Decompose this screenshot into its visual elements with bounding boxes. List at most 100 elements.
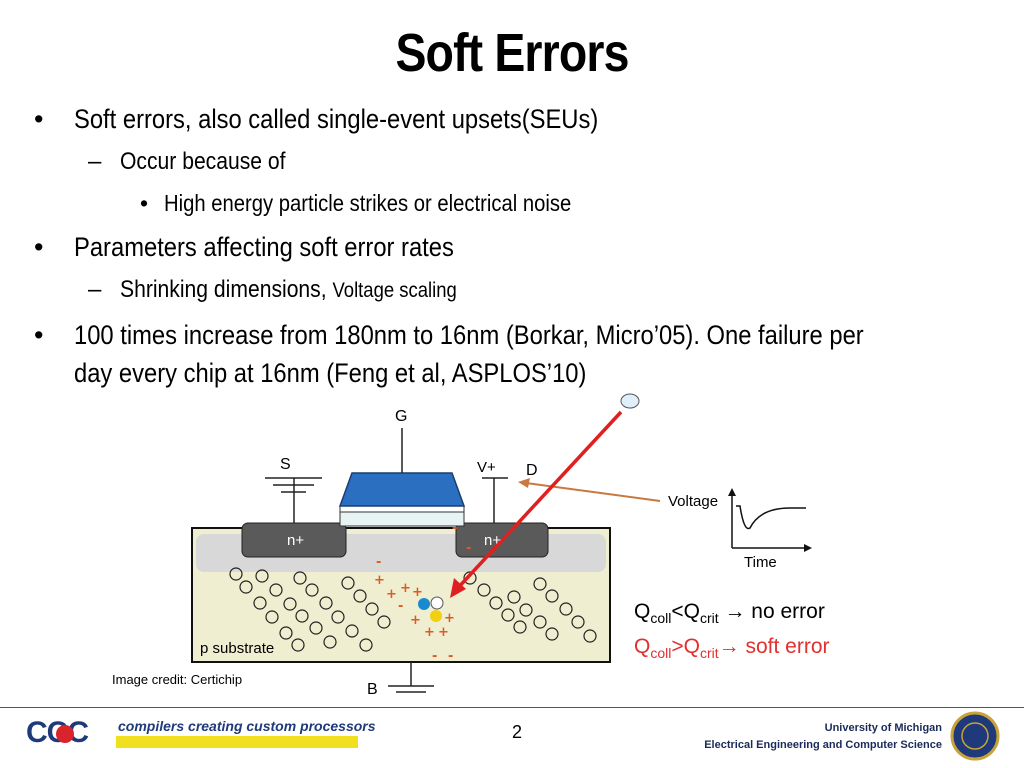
- soft-error-condition: Qcoll>Qcrit→ soft error: [634, 635, 830, 661]
- particle-track-circle: [341, 576, 355, 590]
- bullet-3-line1: 100 times increase from 180nm to 16nm (B…: [74, 320, 864, 350]
- subsub-bullet-text: High energy particle strikes or electric…: [164, 190, 572, 216]
- particle-track-circle: [253, 596, 267, 610]
- voltage-curve: [736, 505, 806, 530]
- dash-mark: –: [88, 148, 102, 175]
- particle-track-circle: [513, 620, 527, 634]
- n-left-label: n+: [287, 532, 305, 549]
- logo-tagline: compilers creating custom processors: [118, 718, 376, 734]
- slide-title: Soft Errors: [395, 23, 629, 83]
- vplus-label: V+: [477, 459, 496, 476]
- no-error-text: → no error: [718, 600, 825, 623]
- svg-text:+: +: [410, 613, 421, 628]
- particle-track-circle: [489, 596, 503, 610]
- svg-text:+: +: [438, 625, 449, 640]
- particle-track-circle: [533, 615, 547, 629]
- bullet-1-text: Soft errors, also called single-event up…: [74, 104, 599, 134]
- drain-label: D: [526, 462, 538, 479]
- bullet-text: Parameters affecting soft error rates: [74, 232, 506, 263]
- svg-text:+: +: [444, 611, 455, 626]
- svg-text:-: -: [376, 555, 381, 570]
- particle-track-circle: [571, 615, 585, 629]
- particle-strike-arrow: [454, 410, 623, 592]
- particle-track-circle: [365, 602, 379, 616]
- particle-track-circle: [229, 567, 243, 581]
- logo-underline: [116, 736, 358, 748]
- particle-track-circle: [507, 590, 521, 604]
- particles: [229, 567, 597, 652]
- particle-track-circle: [519, 603, 533, 617]
- gate-layer: [339, 505, 465, 513]
- voltage-arrow: [525, 482, 661, 502]
- university-block: University of Michigan Electrical Engine…: [704, 720, 942, 754]
- svg-text:+: +: [424, 625, 435, 640]
- svg-text:-: -: [466, 541, 471, 556]
- bullet-text: Soft errors, also called single-event up…: [74, 104, 670, 135]
- particle-track-circle: [501, 608, 515, 622]
- q-symbol: Q: [634, 635, 651, 658]
- sub-bullet-2-main: Shrinking dimensions,: [120, 276, 333, 303]
- sub-bullet-2-small: Voltage scaling: [332, 279, 457, 302]
- particle-track-circle: [545, 627, 559, 641]
- svg-text:+: +: [412, 585, 423, 600]
- subsub-bullet: High energy particle strikes or electric…: [164, 190, 627, 217]
- bullet-mark: •: [34, 232, 44, 262]
- particle-track-circle: [293, 571, 307, 585]
- crit-subscript: crit: [699, 645, 719, 662]
- department-name: Electrical Engineering and Computer Scie…: [704, 739, 942, 751]
- particle-track-circle: [583, 629, 597, 643]
- particle-track-circle: [295, 609, 309, 623]
- gate-label: G: [395, 408, 408, 425]
- svg-text:+: +: [374, 573, 385, 588]
- particle-track-circle: [239, 580, 253, 594]
- particle-track-circle: [265, 610, 279, 624]
- incoming-particle: [620, 393, 640, 409]
- svg-text:-: -: [448, 649, 453, 664]
- greater-than-op: >: [671, 635, 684, 658]
- image-credit: Image credit: Certichip: [112, 672, 243, 687]
- q-symbol: Q: [634, 600, 651, 623]
- svg-text:+: +: [386, 587, 397, 602]
- particle-track-circle: [305, 583, 319, 597]
- coll-subscript: coll: [650, 610, 672, 627]
- bullet-text: 100 times increase from 180nm to 16nm (B…: [74, 320, 971, 351]
- particle-track-circle: [319, 596, 333, 610]
- substrate-label: p substrate: [200, 640, 275, 657]
- dash-mark: –: [88, 276, 102, 303]
- bullet-mark: •: [34, 104, 44, 134]
- university-name: University of Michigan: [824, 722, 942, 734]
- crit-subscript: crit: [699, 610, 719, 627]
- svg-text:+: +: [400, 581, 411, 596]
- gate-oxide: [339, 511, 465, 527]
- bullet-text: day every chip at 16nm (Feng et al, ASPL…: [74, 358, 656, 389]
- particle-track-circle: [331, 610, 345, 624]
- particle-track-circle: [533, 577, 547, 591]
- particle-track-circle: [255, 569, 269, 583]
- no-error-condition: Qcoll<Qcrit → no error: [634, 600, 825, 626]
- charges: + + + + + + + + - - - - - -: [374, 521, 471, 664]
- particle-track-circle: [283, 597, 297, 611]
- particle-track-circle: [353, 589, 367, 603]
- q-symbol: Q: [683, 635, 700, 658]
- soft-error-text: → soft error: [718, 635, 830, 658]
- sub-bullet: Shrinking dimensions, Voltage scaling: [120, 276, 503, 304]
- particle-track-circle: [309, 621, 323, 635]
- source-label: S: [280, 456, 291, 473]
- bullet-3-line2: day every chip at 16nm (Feng et al, ASPL…: [74, 358, 587, 388]
- time-label: Time: [744, 554, 777, 571]
- electron: [418, 598, 430, 610]
- footer-divider: [0, 707, 1024, 708]
- page-number: 2: [512, 722, 523, 742]
- coll-subscript: coll: [650, 645, 672, 662]
- bullet-mark: •: [140, 190, 149, 216]
- particle-track-circle: [269, 583, 283, 597]
- particle-track-circle: [477, 583, 491, 597]
- strike-point: [430, 610, 442, 622]
- q-symbol: Q: [683, 600, 700, 623]
- particle-track-circle: [345, 624, 359, 638]
- gate-electrode: [338, 472, 466, 507]
- ccc-logo: CCC: [26, 716, 89, 750]
- bullet-mark: •: [34, 320, 44, 350]
- bulk-label: B: [367, 681, 378, 698]
